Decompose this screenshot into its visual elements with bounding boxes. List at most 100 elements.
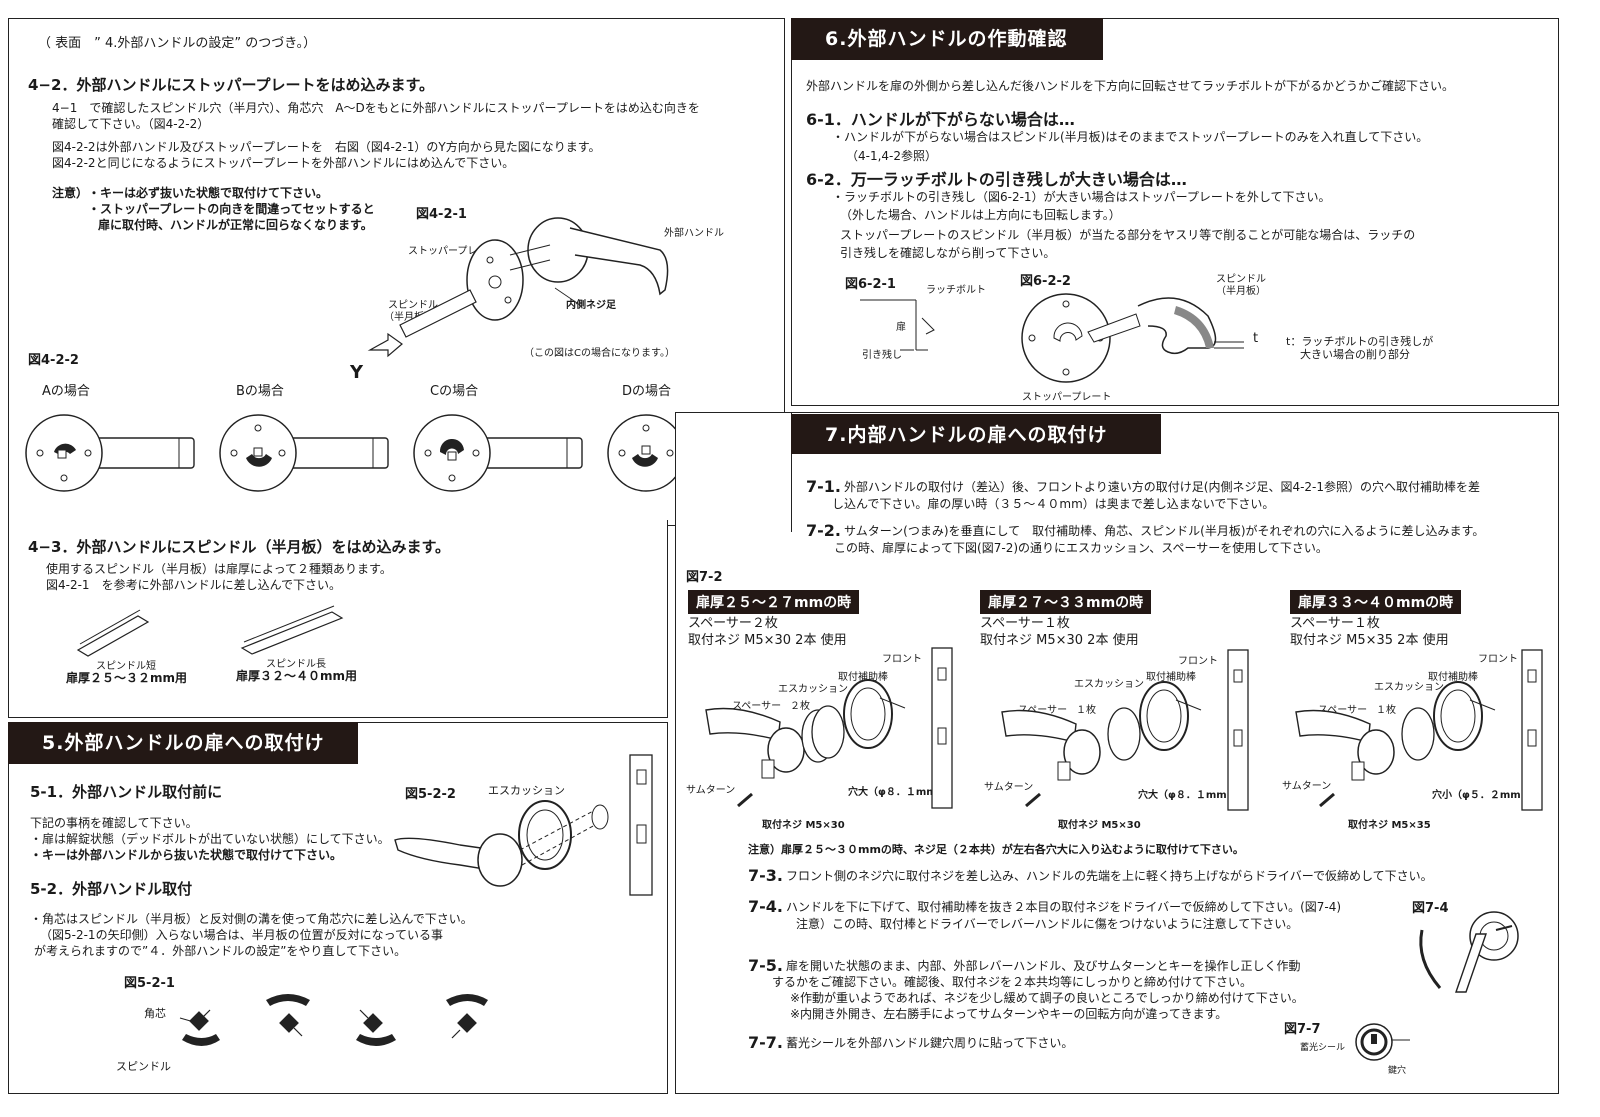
note-line-2: ・ストッパープレートの向きを間違ってセットすると: [88, 202, 375, 216]
label-outer-handle: 外部ハンドル: [664, 228, 724, 239]
case-2-hole-label: 穴大（φ８．１mm): [1138, 790, 1232, 801]
case-3-hole-label: 穴小（φ５．２mm): [1432, 790, 1526, 801]
label-t: t: [1253, 331, 1259, 346]
case-1-label: 扉厚２５〜２７mmの時: [688, 590, 860, 614]
case-c-drawing: [413, 414, 583, 492]
text-7-3: フロント側のネジ穴に取付ネジを差し込み、ハンドルの先端を上に軽く持ち上げながらド…: [786, 869, 1433, 883]
label-halfmoon-6: （半月板）: [1216, 286, 1266, 297]
case-3-rod-label: 取付補助棒: [1428, 672, 1478, 683]
case-1-hole-label: 穴大（φ８．１mm): [848, 787, 942, 798]
label-kakushin: 角芯: [144, 1007, 166, 1020]
case-1-front-label: フロント: [882, 654, 922, 665]
case-b-drawing: [219, 414, 389, 492]
figure-5-2-1-drawing: [179, 994, 488, 1046]
label-hikinokoshi: 引き残し: [862, 350, 902, 361]
heading-6-1: 6-1．ハンドルが下がらない場合は…: [806, 110, 1075, 129]
num-7-1: 7-1.: [806, 477, 841, 496]
case-1-spacer: スペーサー２枚: [688, 616, 778, 631]
case-3-esc-label: エスカッション: [1374, 682, 1444, 693]
case-3-thumb-label: サムターン: [1282, 781, 1332, 792]
label-luminous-seal: 蓄光シール: [1300, 1043, 1346, 1053]
num-7-3: 7-3.: [748, 866, 783, 885]
note-label: 注意）: [52, 186, 89, 200]
label-door: 扉: [896, 322, 906, 333]
label-spindle: スピンドル: [388, 300, 438, 311]
case-2-thumb-label: サムターン: [984, 782, 1034, 793]
case-2-rod-label: 取付補助棒: [1146, 672, 1196, 683]
label-case-c-note: （この図はCの場合になります。）: [524, 348, 675, 359]
text-7-1-b: し込んで下さい。扉の厚い時（３５〜４０mm）は奥まで差し込まないで下さい。: [832, 497, 1275, 511]
text-7-2-b: この時、扉厚によって下図(図7-2)の通りにエスカッション、スペーサーを使用して…: [834, 541, 1328, 555]
text-5-2-p3: が考えられますので”４．外部ハンドルの設定”をやり直して下さい。: [34, 944, 407, 958]
case-2-screw-label: 取付ネジ M5×30: [1058, 820, 1141, 831]
case-3-screw-label: 取付ネジ M5×35: [1348, 820, 1431, 831]
case-1-spacer-label: スペーサー: [732, 701, 782, 712]
figure-6-2-1-drawing: [860, 299, 935, 351]
case-2-screw: 取付ネジ M5×30 2本 使用: [980, 633, 1139, 648]
text-6-intro: 外部ハンドルを扉の外側から差し込んだ後ハンドルを下方向に回転させてラッチボルトが…: [806, 79, 1455, 93]
text-6-2-d: 引き残しを確認しながら削って下さい。: [840, 246, 1056, 260]
text-7-5-c: ※作動が重いようであれば、ネジを少し緩めて調子の良いところでしっかり締め付けて下…: [790, 991, 1304, 1005]
text-4-3-p1: 使用するスピンドル（半月板）は扉厚によって２種類あります。: [46, 562, 392, 576]
label-halfmoon: （半月板）: [384, 312, 434, 323]
num-7-5: 7-5.: [748, 956, 783, 975]
label-t-desc-1: t：ラッチボルトの引き残しが: [1286, 335, 1434, 348]
case-2-spacer-label: スペーサー: [1018, 705, 1068, 716]
num-7-7: 7-7.: [748, 1033, 783, 1052]
text-7-2-a: サムターン(つまみ)を垂直にして 取付補助棒、角芯、スピンドル(半月板)がそれぞ…: [844, 524, 1485, 538]
spindle-short-drawing: [76, 609, 150, 657]
text-6-2-a: ・ラッチボルトの引き残し（図6-2-1）が大きい場合はストッパープレートを外して…: [832, 190, 1331, 204]
spindle-short-thickness: 扉厚２５〜３２mm用: [66, 671, 188, 685]
text-6-2-c: ストッパープレートのスピンドル（半月板）が当たる部分をヤスリ等で削ることが可能な…: [840, 228, 1416, 242]
text-5-1-p3: ・キーは外部ハンドルから抜いた状態で取付けて下さい。: [30, 848, 343, 862]
case-1-screw-label: 取付ネジ M5×30: [762, 820, 845, 831]
case-d-label: Dの場合: [622, 384, 672, 399]
label-t-desc-2: 大きい場合の削り部分: [1300, 348, 1410, 361]
label-inner-screw-leg: 内側ネジ足: [566, 300, 616, 311]
figure-label-4-2-1: 図4-2-1: [416, 207, 467, 222]
label-latch-bolt: ラッチボルト: [926, 285, 986, 296]
figure-label-5-2-2: 図5-2-2: [405, 787, 456, 802]
case-2-front-label: フロント: [1178, 656, 1218, 667]
text-6-1-b: （4-1,4-2参照）: [846, 149, 938, 163]
heading-4-3: 4−3．外部ハンドルにスピンドル（半月板）をはめ込みます。: [28, 538, 450, 556]
figure-7-7-drawing: [1355, 1023, 1410, 1061]
figure-label-4-2-2: 図4-2-2: [28, 353, 79, 368]
label-y-direction: Y: [350, 362, 364, 383]
case-b-label: Bの場合: [236, 384, 284, 399]
case-1-esc-label: エスカッション: [778, 684, 848, 695]
heading-5-2: 5-2．外部ハンドル取付: [30, 880, 193, 898]
text-4-2-p2b: 図4-2-2と同じになるようにストッパープレートを外部ハンドルにはめ込んで下さい…: [52, 156, 515, 170]
text-5-1-p2: ・扉は解錠状態（デッドボルトが出ていない状態）にして下さい。: [30, 832, 390, 846]
text-4-2-p2a: 図4-2-2は外部ハンドル及びストッパープレートを 右図（図4-2-1）のY方向…: [52, 140, 601, 154]
figure-label-6-2-2: 図6-2-2: [1020, 274, 1071, 289]
label-escutcheon-5: エスカッション: [488, 784, 565, 797]
text-6-1-a: ・ハンドルが下がらない場合はスピンドル(半月板)はそのままでストッパープレートの…: [832, 130, 1429, 144]
heading-6-2: 6-2．万一ラッチボルトの引き残しが大きい場合は…: [806, 170, 1187, 189]
case-1-rod-label: 取付補助棒: [838, 672, 888, 683]
text-7-7: 蓄光シールを外部ハンドル鍵穴周りに貼って下さい。: [786, 1036, 1074, 1050]
label-stopper-6: ストッパープレート: [1022, 392, 1112, 403]
num-7-2: 7-2.: [806, 521, 841, 540]
case-3-front-label: フロント: [1478, 654, 1518, 665]
figure-6-2-2-drawing: [1021, 293, 1244, 383]
case-a-drawing: [25, 414, 195, 492]
case-3-spacer-count: １枚: [1376, 705, 1396, 716]
case-3-drawing: [1295, 649, 1543, 811]
spindle-long-drawing: [240, 605, 344, 655]
num-7-4: 7-4.: [748, 897, 783, 916]
text-7-1-a: 外部ハンドルの取付け（差込）後、フロントより遠い方の取付け足(内側ネジ足、図4-…: [844, 480, 1481, 494]
case-3-screw: 取付ネジ M5×35 2本 使用: [1290, 633, 1449, 648]
figure-5-2-2-drawing: [394, 754, 653, 896]
case-2-drawing: [1001, 649, 1249, 811]
case-2-spacer: スペーサー１枚: [980, 616, 1070, 631]
text-7-4-a: ハンドルを下に下げて、取付補助棒を抜き２本目の取付ネジをドライバーで仮締めして下…: [786, 900, 1342, 914]
label-stopper-plate: ストッパープレート: [408, 246, 498, 257]
figure-label-7-2: 図7-2: [686, 570, 723, 585]
spindle-short-label: スピンドル短: [96, 661, 156, 672]
text-5-1-p1: 下記の事柄を確認して下さい。: [30, 816, 198, 830]
case-2-esc-label: エスカッション: [1074, 679, 1144, 690]
section-5-panel: [8, 722, 668, 1094]
text-7-5-a: 扉を開いた状態のまま、内部、外部レバーハンドル、及びサムターンとキーを操作し正し…: [786, 959, 1301, 973]
figure-label-5-2-1: 図5-2-1: [124, 976, 175, 991]
